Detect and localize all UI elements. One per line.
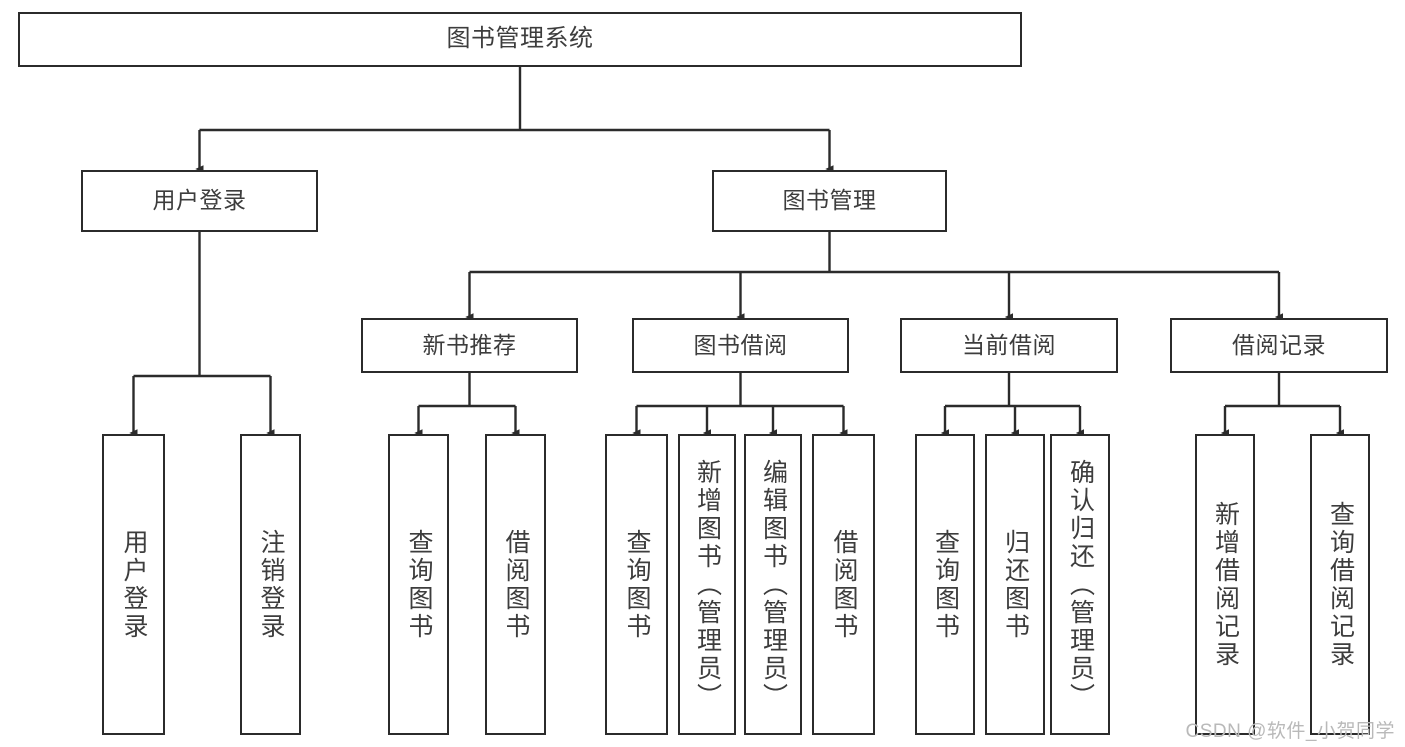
node-label: 新增借阅记录: [1211, 500, 1240, 669]
node-label: 借阅图书: [830, 528, 858, 641]
node-book_borrow[interactable]: 图书借阅: [632, 318, 849, 373]
node-label: 借阅图书: [502, 528, 530, 641]
node-label: 图书借阅: [693, 331, 788, 358]
node-label: 查询图书: [405, 528, 433, 641]
node-leaf_conf_ret[interactable]: 确认归还（管理员）: [1050, 434, 1110, 735]
node-label: 查询图书: [931, 528, 960, 641]
node-root[interactable]: 图书管理系统: [18, 12, 1022, 67]
node-borrow_record[interactable]: 借阅记录: [1170, 318, 1388, 373]
node-leaf_logout[interactable]: 注销登录: [240, 434, 301, 735]
node-label: 归还图书: [1001, 528, 1030, 641]
node-label: 用户登录: [152, 187, 247, 214]
node-label: 编辑图书（管理员）: [759, 458, 788, 711]
node-label: 图书管理系统: [446, 25, 594, 53]
node-leaf_add_rec[interactable]: 新增借阅记录: [1195, 434, 1255, 735]
node-new_book_rec[interactable]: 新书推荐: [361, 318, 578, 373]
node-leaf_return[interactable]: 归还图书: [985, 434, 1045, 735]
node-label: 图书管理: [782, 187, 877, 214]
node-leaf_q_rec[interactable]: 查询借阅记录: [1310, 434, 1370, 735]
node-current_borrow[interactable]: 当前借阅: [900, 318, 1118, 373]
node-label: 查询图书: [623, 528, 651, 641]
node-label: 借阅记录: [1232, 331, 1326, 358]
edge-paths: [129, 67, 1345, 437]
node-leaf_q_book_1[interactable]: 查询图书: [388, 434, 449, 735]
node-leaf_add_book[interactable]: 新增图书（管理员）: [678, 434, 736, 735]
node-leaf_borrow_1[interactable]: 借阅图书: [485, 434, 546, 735]
node-label: 当前借阅: [962, 331, 1056, 358]
node-label: 新增图书（管理员）: [693, 458, 722, 711]
node-leaf_user_login[interactable]: 用户登录: [102, 434, 165, 735]
node-leaf_q_book_3[interactable]: 查询图书: [915, 434, 975, 735]
watermark: CSDN @软件_小贺同学: [1185, 721, 1395, 742]
node-label: 确认归还（管理员）: [1066, 458, 1095, 711]
node-leaf_borrow_2[interactable]: 借阅图书: [812, 434, 875, 735]
node-book_mgmt[interactable]: 图书管理: [712, 170, 947, 232]
node-label: 新书推荐: [422, 331, 517, 358]
node-label: 注销登录: [257, 528, 285, 641]
node-label: 用户登录: [120, 528, 148, 641]
node-leaf_edit_book[interactable]: 编辑图书（管理员）: [744, 434, 802, 735]
node-leaf_q_book_2[interactable]: 查询图书: [605, 434, 668, 735]
node-label: 查询借阅记录: [1326, 500, 1355, 669]
node-user_login[interactable]: 用户登录: [81, 170, 318, 232]
